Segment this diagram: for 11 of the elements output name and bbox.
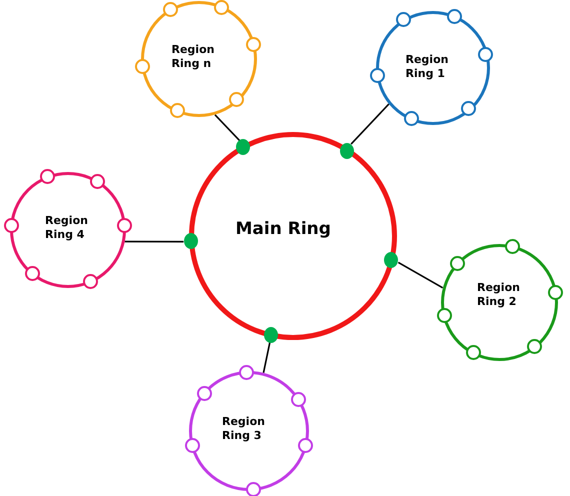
connector-line — [262, 342, 271, 373]
ring-label: Region Ring 1 — [406, 52, 450, 80]
ring-label: Region Ring 2 — [477, 281, 521, 309]
ring-label: Region Ring n — [172, 42, 216, 70]
ring-label: Region Ring 3 — [222, 415, 266, 443]
connector-line — [350, 104, 390, 145]
connector-line — [124, 240, 184, 242]
connector-line — [214, 114, 240, 142]
ring-label: Main Ring — [236, 218, 331, 240]
connector-line — [398, 262, 444, 288]
ring-label: Region Ring 4 — [45, 214, 89, 242]
